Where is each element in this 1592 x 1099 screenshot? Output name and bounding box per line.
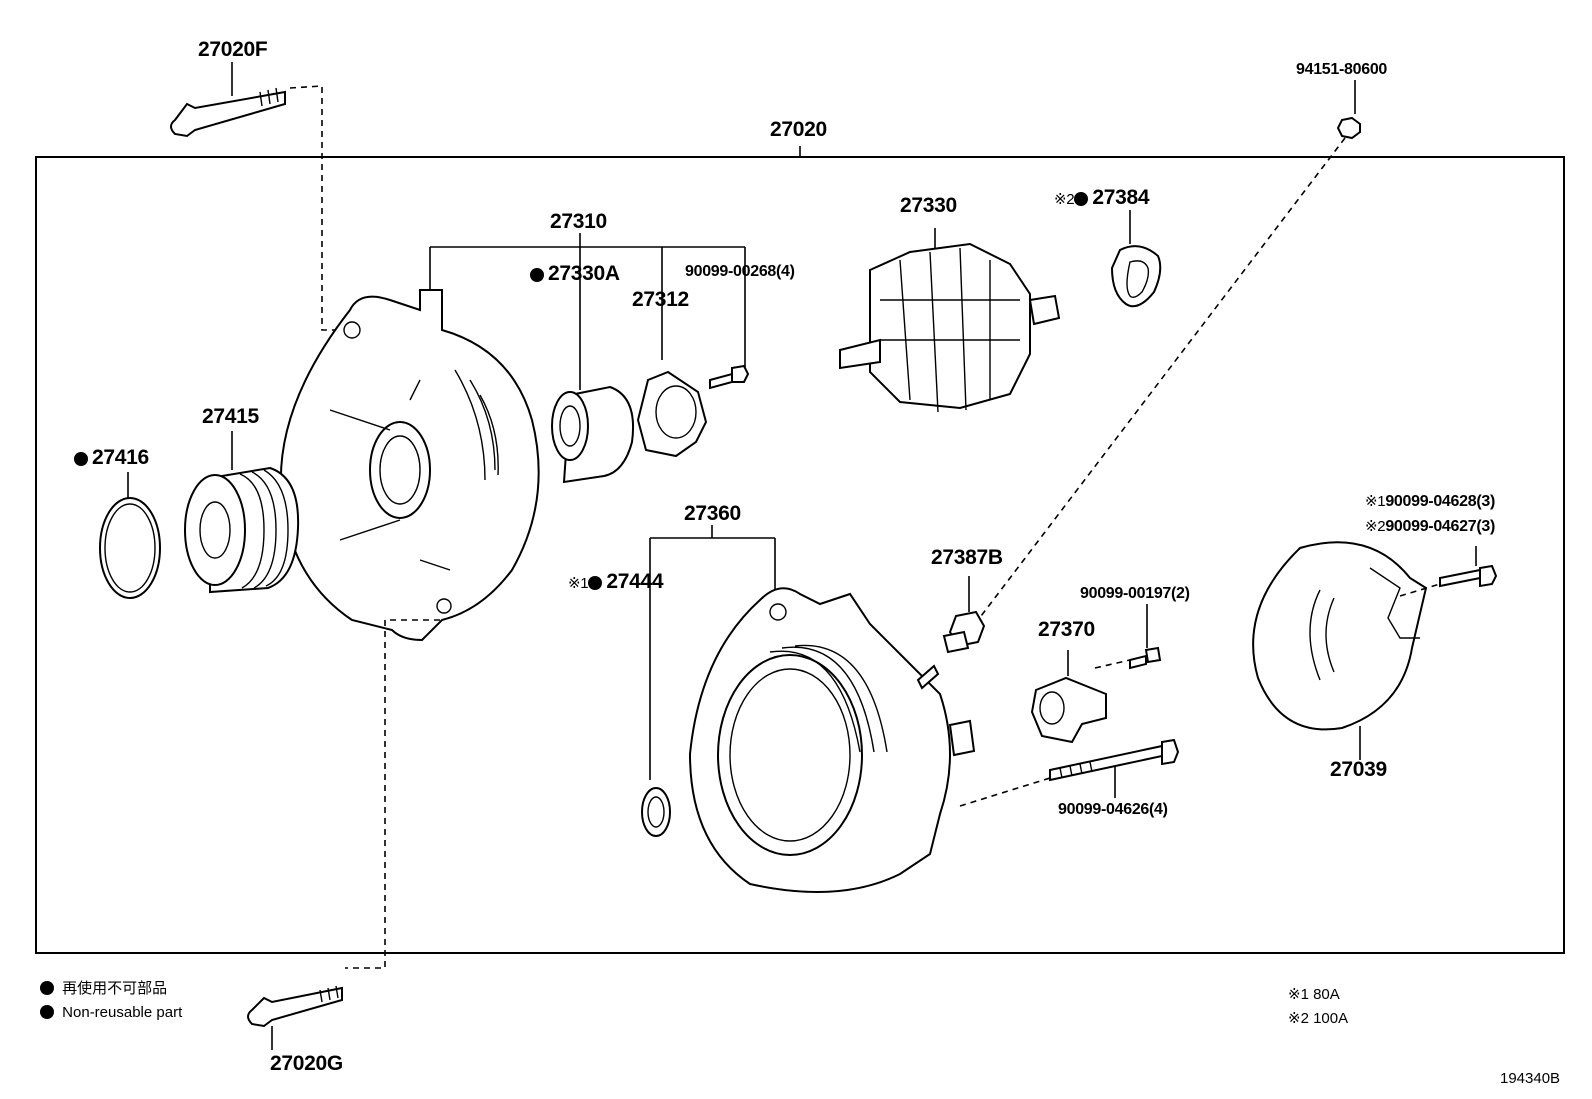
drive-end-frame-icon — [279, 289, 540, 642]
label-terminal-insulator: 27387B — [931, 546, 1003, 569]
bolt-27020F-icon — [170, 87, 286, 138]
bearing-27330A-icon — [551, 385, 634, 484]
note-100a: ※2 100A — [1288, 1010, 1349, 1027]
label-screw-2: 90099-00197(2) — [1080, 585, 1190, 602]
nut-94151-80600-icon — [1336, 116, 1361, 140]
label-bolt-4: 90099-04626(4) — [1058, 801, 1168, 818]
rear-frame-27360-icon — [688, 587, 976, 893]
regulator-27370-icon — [1030, 676, 1107, 744]
label-cover: 27039 — [1330, 758, 1387, 781]
label-bolt-3b: ※290099-04627(3) — [1365, 518, 1495, 535]
washer-27444-icon — [641, 787, 671, 837]
label-assembly: 27020 — [770, 118, 827, 141]
non-reusable-dot-icon — [588, 576, 603, 590]
label-rotor: 27330 — [900, 194, 957, 217]
bolt-90099-04626-icon — [1049, 738, 1180, 782]
non-reusable-dot-icon — [40, 1005, 54, 1019]
label-regulator: 27370 — [1038, 618, 1095, 641]
label-nut: 94151-80600 — [1296, 61, 1388, 78]
label-pulley: 27415 — [202, 405, 259, 428]
non-reusable-dot-icon — [1074, 192, 1089, 206]
label-snap-ring: 27416 — [74, 446, 149, 470]
figure-id: 194340B — [1500, 1070, 1561, 1087]
snap-ring-27416-icon — [99, 497, 161, 599]
legend-jp: 再使用不可部品 — [40, 980, 167, 998]
seal-27384-icon — [1110, 245, 1162, 308]
label-retainer: 27312 — [632, 288, 689, 311]
non-reusable-dot-icon — [40, 981, 54, 995]
terminal-insulator-27387B-icon — [942, 610, 986, 654]
bolt-90099-04628-icon — [1439, 564, 1498, 588]
note-80a: ※1 80A — [1288, 986, 1340, 1003]
label-screw-4: 90099-00268(4) — [685, 263, 795, 280]
label-bolt-bottom: 27020G — [270, 1052, 343, 1075]
label-bolt-3a: ※190099-04628(3) — [1365, 493, 1495, 510]
label-frame-assy: 27310 — [550, 210, 607, 233]
pulley-27415-icon — [184, 466, 300, 594]
non-reusable-dot-icon — [74, 452, 88, 466]
screw-90099-00197-icon — [1129, 646, 1162, 670]
label-rear-frame: 27360 — [684, 502, 741, 525]
non-reusable-dot-icon — [530, 268, 544, 282]
screw-90099-00268-icon — [709, 364, 750, 390]
legend-en: Non-reusable part — [40, 1004, 182, 1022]
label-bolt-top: 27020F — [198, 38, 268, 61]
label-bearing: 27330A — [530, 262, 620, 286]
bolt-27020G-icon — [247, 985, 343, 1028]
rear-cover-27039-icon — [1252, 541, 1428, 731]
retainer-27312-icon — [636, 370, 708, 458]
rotor-27330-icon — [839, 242, 1061, 413]
